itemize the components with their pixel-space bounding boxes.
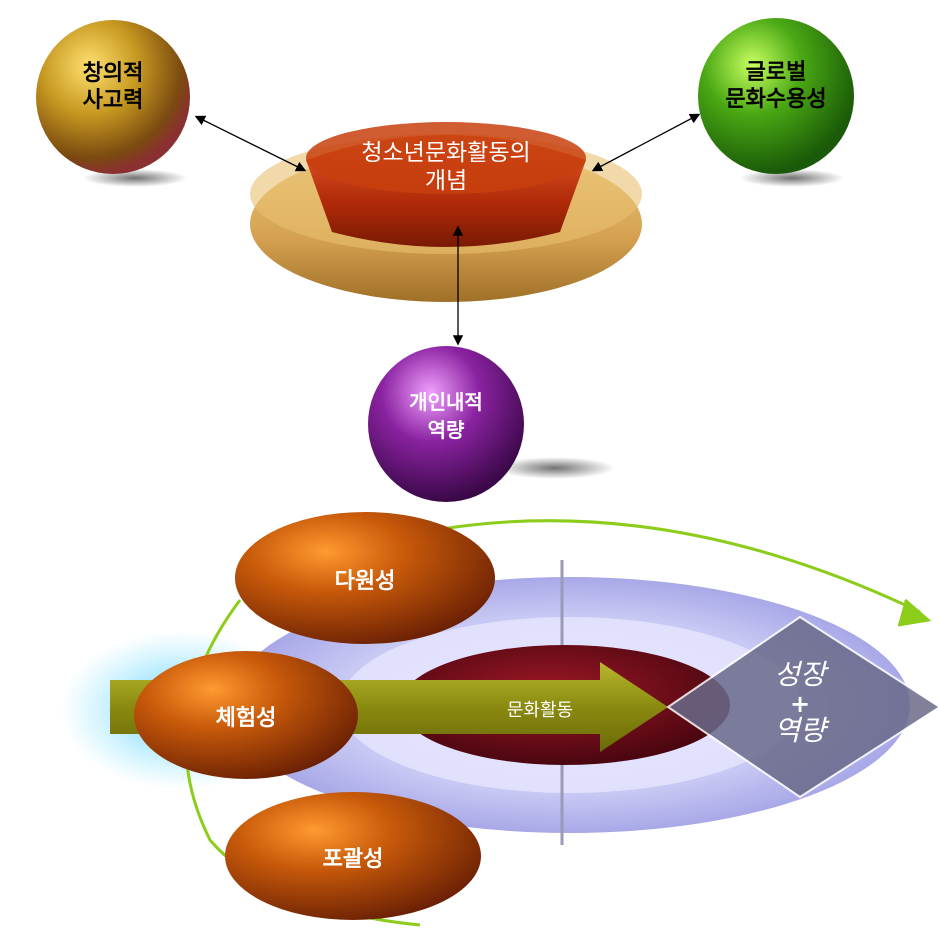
oval-experience xyxy=(134,651,358,779)
sphere-left-label-1: 창의적 xyxy=(83,61,144,86)
sphere-creative-thinking xyxy=(36,20,190,174)
growth-diamond xyxy=(666,615,940,799)
curve-arrowhead xyxy=(897,598,932,627)
center-title-2: 개념 xyxy=(425,168,467,194)
oval-middle-label: 체험성 xyxy=(216,705,277,731)
sphere-bottom-label-1: 개인내적 xyxy=(409,390,483,414)
bottom-diagram: 문화활동 성장 + 역량 다원성 체험성 포괄성 xyxy=(60,512,940,927)
sphere-personal-competence xyxy=(368,346,524,502)
sphere-left-label-2: 사고력 xyxy=(83,88,144,113)
top-diagram: 청소년문화활동의 개념 창의적 사고력 글로벌 문화수용성 개인내적 역량 xyxy=(36,18,854,502)
connector-right xyxy=(591,113,701,172)
sphere-bottom-label-2: 역량 xyxy=(428,418,465,442)
oval-top-label: 다원성 xyxy=(335,569,396,594)
oval-bottom-label: 포괄성 xyxy=(323,847,384,872)
arrow-label: 문화활동 xyxy=(507,700,573,721)
oval-inclusiveness xyxy=(225,792,481,920)
sphere-right-label-2: 문화수용성 xyxy=(725,87,826,112)
oval-diversity xyxy=(235,512,495,644)
diamond-line-3: 역량 xyxy=(774,714,830,747)
sphere-global-culture xyxy=(698,18,854,174)
center-title: 청소년문화활동의 xyxy=(361,140,530,166)
diamond-line-1: 성장 xyxy=(774,658,829,691)
diamond-line-2: + xyxy=(790,690,810,718)
sphere-right-label-1: 글로벌 xyxy=(746,60,807,85)
connector-left xyxy=(194,115,307,172)
